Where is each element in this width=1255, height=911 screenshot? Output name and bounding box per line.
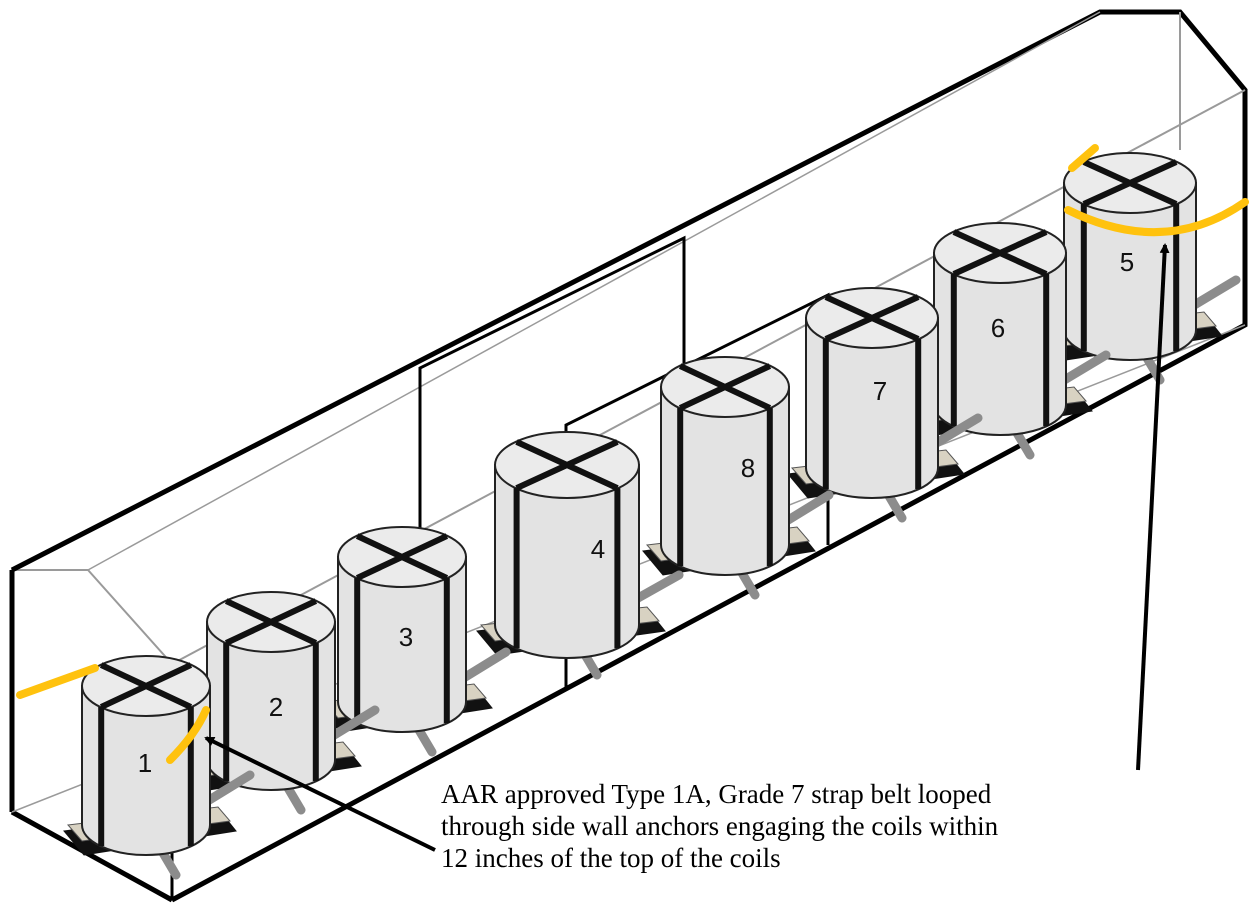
coil-label: 7 xyxy=(873,376,887,406)
coil-label: 6 xyxy=(991,313,1005,343)
coil-label: 4 xyxy=(591,534,605,564)
coils-layer: 5 6 7 8 4 3 2 1 xyxy=(64,153,1236,875)
coil-label: 8 xyxy=(741,453,755,483)
coil-label: 3 xyxy=(399,622,413,652)
callout-line-1: AAR approved Type 1A, Grade 7 strap belt… xyxy=(441,778,1241,810)
coil-3: 3 xyxy=(320,527,506,752)
callout-line-2: through side wall anchors engaging the c… xyxy=(441,810,1241,842)
coil-label: 5 xyxy=(1120,247,1134,277)
coil-label: 1 xyxy=(138,748,152,778)
strap-callout-text: AAR approved Type 1A, Grade 7 strap belt… xyxy=(441,778,1241,874)
callout-line-3: 12 inches of the top of the coils xyxy=(441,842,1241,874)
coil-label: 2 xyxy=(269,692,283,722)
